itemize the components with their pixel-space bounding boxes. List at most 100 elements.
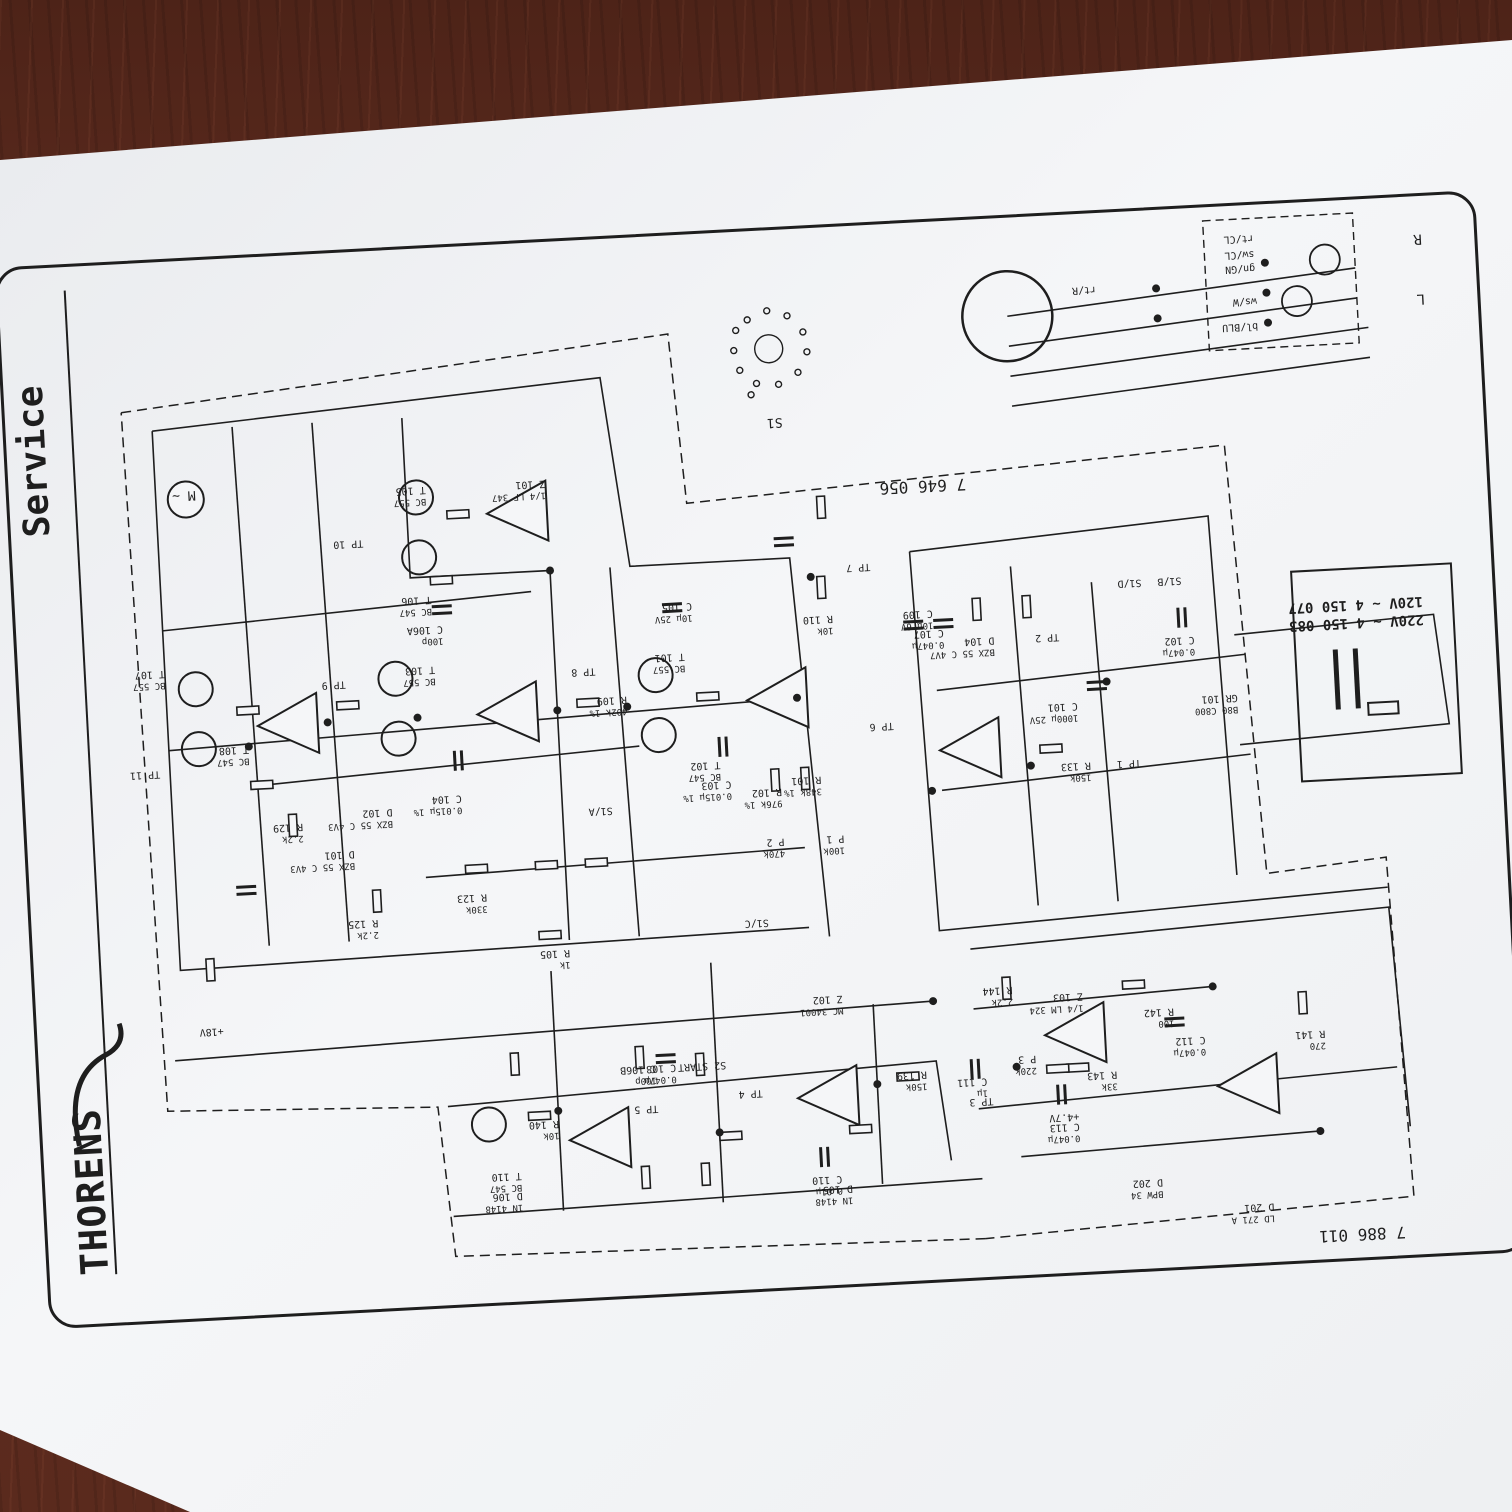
- brand-logo-text: THORENS: [65, 1107, 118, 1276]
- component-value: 1k: [559, 959, 571, 970]
- component-value: MC 34001: [800, 1005, 844, 1017]
- supply-label: +4.7V: [1049, 1111, 1080, 1124]
- component-ref: R 125: [348, 917, 379, 930]
- channel-circle-right: [1308, 243, 1341, 276]
- component-ref: R 123: [457, 891, 488, 904]
- wire-label: rt/CL: [1223, 232, 1254, 245]
- component-ref: D 104: [964, 634, 995, 647]
- selector-switch-s1: [730, 307, 811, 399]
- paper: [0, 40, 1512, 1512]
- channel-label-r: R: [1412, 230, 1422, 246]
- component-ref: C 110: [812, 1173, 843, 1186]
- component-ref: R 144: [982, 984, 1013, 997]
- wire-label: bl/BLU: [1222, 320, 1259, 333]
- component-value: 348k 1%: [783, 786, 822, 798]
- component-value: 0.01µ: [815, 1185, 843, 1196]
- component-value: 0.047µ: [1162, 646, 1196, 658]
- component-ref: C 104: [431, 792, 462, 805]
- component-ref: C 109: [902, 608, 933, 621]
- component-ref: P 2: [766, 836, 785, 848]
- component-value: 1µ: [976, 1087, 988, 1098]
- component-ref: R 133: [1061, 759, 1092, 772]
- cartridge-shield-circle: [961, 269, 1054, 363]
- component-ref: R 105: [540, 947, 571, 960]
- component-value: BC 547: [489, 1182, 522, 1194]
- component-ref: D 102: [362, 806, 393, 819]
- component-ref: R 141: [1295, 1028, 1326, 1041]
- component-value: 10µ 6V: [900, 620, 934, 632]
- component-value: 0.047µ: [1173, 1046, 1207, 1058]
- component-value: BC 547: [688, 771, 721, 783]
- switch-labels: S1/AS1/BS1/CS1/DS2 START: [588, 575, 1182, 1073]
- switch-label: S1/B: [1157, 575, 1182, 587]
- component-ref: C 112: [1175, 1034, 1206, 1047]
- test-point: TP 1: [1117, 757, 1142, 769]
- component-ref: R 109: [596, 694, 627, 707]
- component-value: 330k: [465, 903, 488, 914]
- component-ref: D 201: [1244, 1201, 1275, 1214]
- component-ref: C 103: [701, 778, 732, 791]
- component-value: 100k: [823, 844, 846, 855]
- header-rule: [63, 290, 118, 1275]
- component-value: 2.2k: [281, 833, 304, 844]
- component-ref: Z 102: [812, 993, 843, 1006]
- component-ref: C 101: [1047, 700, 1078, 713]
- component-value: 402k 1%: [589, 706, 628, 718]
- component-value: BPW 34: [1131, 1188, 1164, 1200]
- component-value: 100p: [422, 635, 444, 646]
- board-outlines: [120, 333, 1415, 1258]
- component-value: BC 547: [217, 756, 250, 768]
- component-ref: R 101: [791, 774, 822, 787]
- supply-labels: +18V+4.7V: [199, 1025, 1080, 1124]
- component-value: 150k: [1069, 771, 1092, 782]
- junction-dots: [244, 258, 1325, 1137]
- component-value: 1/4 LM 324: [1029, 1002, 1084, 1015]
- component-ref: T 106: [401, 594, 432, 607]
- component-value: 1N 4148: [485, 1202, 523, 1214]
- test-point: TP 10: [333, 537, 364, 550]
- component-value: 33k: [1101, 1081, 1118, 1092]
- test-point: TP 11: [130, 768, 161, 781]
- component-ref: C 111: [957, 1075, 988, 1088]
- component-value: 220k: [1014, 1065, 1037, 1076]
- component-ref: T 107: [135, 668, 166, 681]
- component-ref: C 102: [1164, 634, 1195, 647]
- component-value: 0.047µ: [911, 639, 945, 651]
- schematic-right-block: [908, 267, 1451, 1158]
- component-ref: D 106: [492, 1190, 523, 1203]
- voltage-label-120: 120V ~ 4 150 077: [1288, 593, 1424, 616]
- component-ref: D 105: [822, 1183, 853, 1196]
- component-value: 100: [1158, 1017, 1175, 1028]
- switch-label: S1/A: [588, 805, 613, 817]
- component-ref: C 106B: [620, 1063, 657, 1076]
- component-ref: P 3: [1018, 1053, 1037, 1065]
- component-ref: P 1: [826, 832, 845, 844]
- wire-label-box: [1201, 212, 1360, 352]
- component-ref: T 103: [405, 664, 436, 677]
- component-ref: R 110: [803, 613, 834, 626]
- component-value: BC 557: [653, 663, 686, 675]
- component-ref: T 110: [491, 1170, 522, 1183]
- component-ref: T 102: [690, 759, 721, 772]
- op-amp-symbols: [255, 478, 1281, 1169]
- test-point: TP 8: [571, 665, 596, 677]
- component-ref: R 140: [529, 1118, 560, 1131]
- component-ref: GR 101: [1201, 692, 1238, 705]
- component-value: BC 557: [403, 676, 436, 688]
- component-value: 10µ 25V: [654, 612, 693, 624]
- component-value: BZX 55 C 4V7: [930, 646, 995, 659]
- component-value: 976k 1%: [744, 798, 783, 810]
- component-value: 2.2k: [356, 929, 379, 940]
- component-ref: Z 103: [1053, 990, 1084, 1003]
- component-value: 10k: [542, 1130, 559, 1141]
- drawing-frame: [0, 191, 1512, 1328]
- test-point: TP 3: [969, 1095, 994, 1107]
- motor-label: M ~: [172, 487, 196, 503]
- component-ref: C 107: [913, 627, 944, 640]
- component-value: 100p: [635, 1075, 657, 1086]
- service-header: Service: [10, 385, 59, 539]
- brand-logo-swoosh: [72, 1022, 124, 1147]
- wire-label: sw/CL: [1224, 248, 1255, 261]
